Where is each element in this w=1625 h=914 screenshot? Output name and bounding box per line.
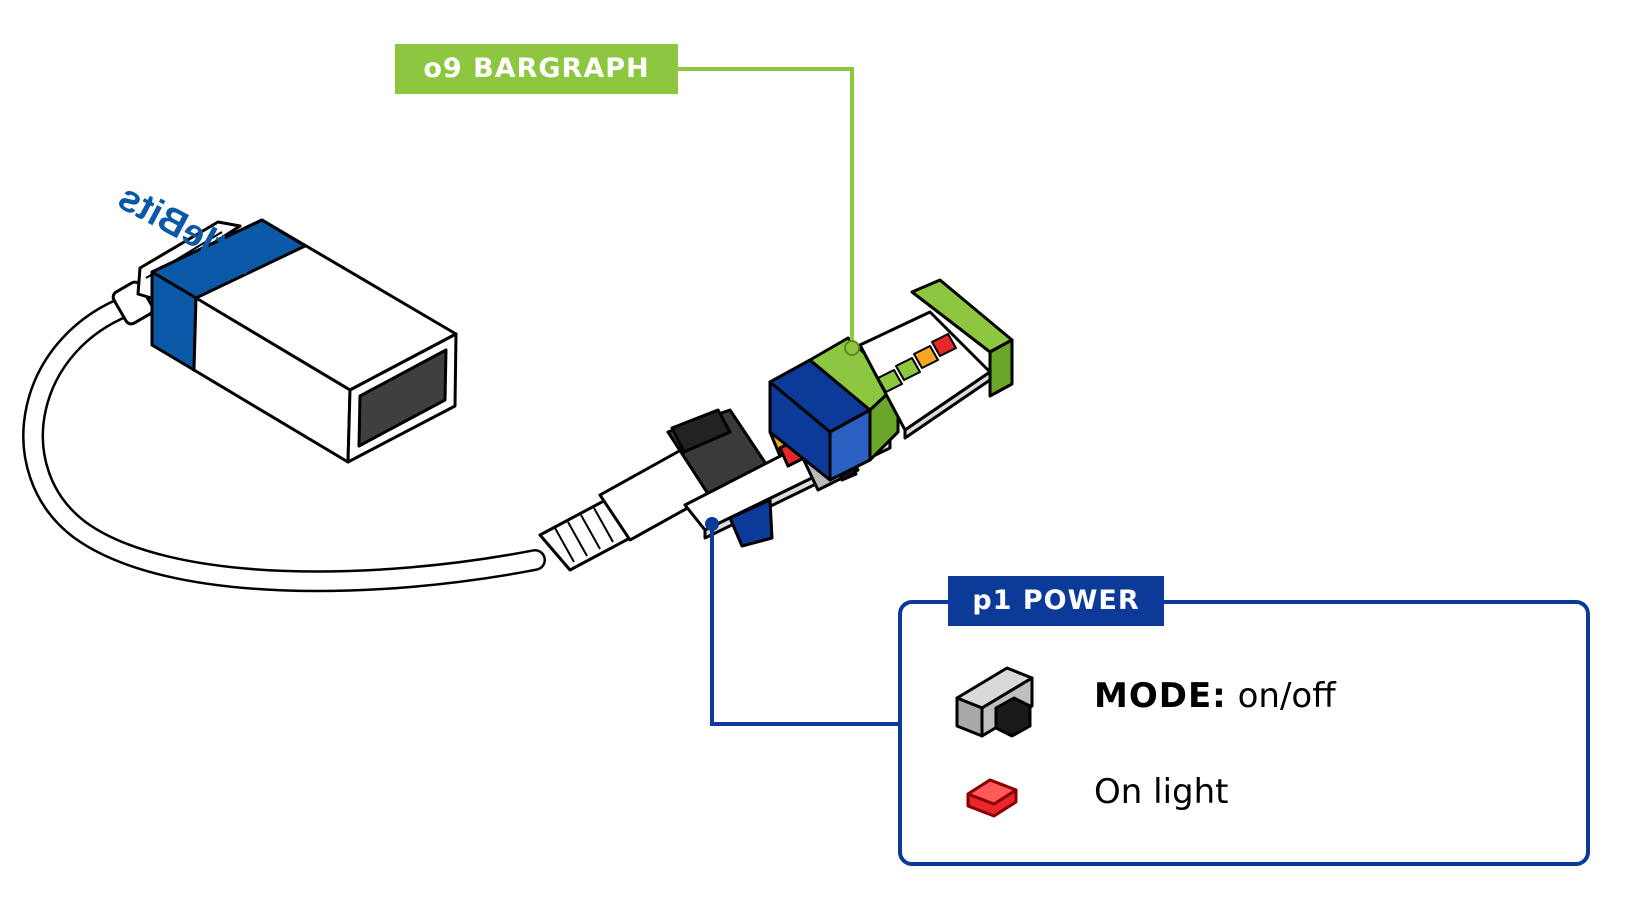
bargraph-label-box	[395, 44, 678, 94]
mode-legend-row: MODE: on/off	[1094, 676, 1336, 716]
red-led-icon	[966, 778, 1018, 818]
o9-bargraph-module	[858, 278, 1014, 440]
bargraph-label: o9 BARGRAPH	[423, 53, 650, 84]
mode-value-text: on/off	[1226, 676, 1336, 716]
power-label-box	[948, 576, 1164, 626]
slide-switch-icon	[955, 666, 1034, 738]
mode-key-text: MODE:	[1094, 676, 1227, 716]
bargraph-callout-line	[678, 67, 860, 356]
power-legend-panel	[898, 600, 1590, 866]
power-cable	[22, 280, 546, 593]
power-callout-line	[705, 517, 900, 726]
on-light-legend-text: On light	[1094, 772, 1229, 812]
barrel-plug	[538, 408, 772, 572]
battery	[136, 218, 458, 464]
power-label: p1 POWER	[972, 585, 1140, 616]
bitsnap-connector	[768, 336, 900, 482]
